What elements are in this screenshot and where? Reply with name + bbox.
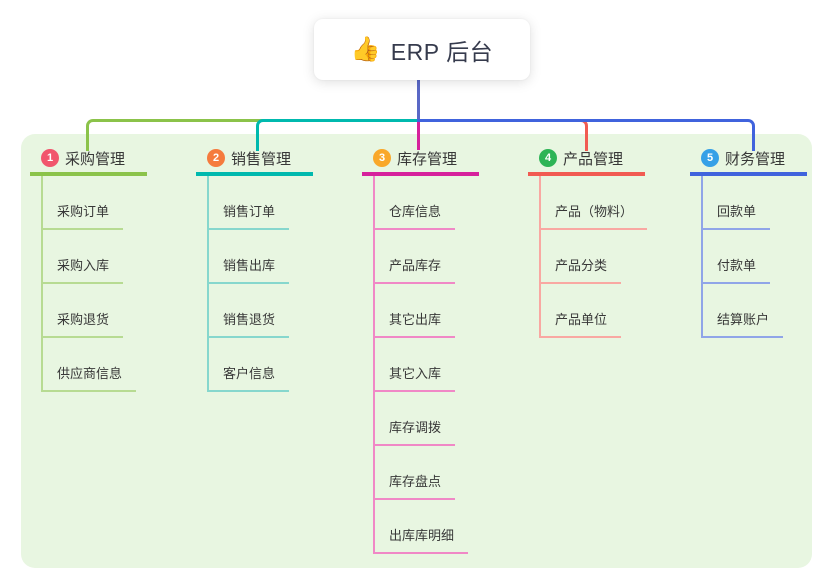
child-node-label: 采购退货 xyxy=(57,312,110,327)
child-node-label: 仓库信息 xyxy=(389,204,442,219)
child-node-label: 产品（物料） xyxy=(555,204,634,219)
child-node[interactable]: 产品单位 xyxy=(539,284,622,338)
child-node-label: 付款单 xyxy=(717,258,757,273)
thumbs-up-icon: 👍 xyxy=(350,35,381,63)
branches-panel xyxy=(21,134,812,568)
branch-title-node[interactable]: 1 采购管理 xyxy=(30,134,147,176)
child-node-label: 结算账户 xyxy=(717,312,770,327)
child-node-label: 回款单 xyxy=(717,204,757,219)
child-node-label: 产品库存 xyxy=(389,258,442,273)
branch-vertical-line xyxy=(539,176,541,338)
child-node-label: 其它入库 xyxy=(389,366,442,381)
child-node[interactable]: 采购订单 xyxy=(41,176,124,230)
branch-number-badge: 3 xyxy=(373,149,391,167)
branch-title-label: 采购管理 xyxy=(65,150,126,168)
branch-title-label: 销售管理 xyxy=(231,150,292,168)
child-node[interactable]: 客户信息 xyxy=(207,338,290,392)
child-node-label: 采购订单 xyxy=(57,204,110,219)
branch-title-node[interactable]: 2 销售管理 xyxy=(196,134,313,176)
child-node-label: 销售退货 xyxy=(223,312,276,327)
branch-column: 1 采购管理 采购订单 采购入库 采购退货 供应商信息 xyxy=(30,134,147,392)
child-node[interactable]: 销售出库 xyxy=(207,230,290,284)
child-node[interactable]: 仓库信息 xyxy=(373,176,456,230)
child-node[interactable]: 采购入库 xyxy=(41,230,124,284)
branch-children: 采购订单 采购入库 采购退货 供应商信息 xyxy=(30,176,147,392)
branch-number-badge: 5 xyxy=(701,149,719,167)
branch-number-badge: 2 xyxy=(207,149,225,167)
root-stem-line xyxy=(417,80,420,119)
child-node-label: 销售出库 xyxy=(223,258,276,273)
child-node[interactable]: 供应商信息 xyxy=(41,338,137,392)
branch-children: 销售订单 销售出库 销售退货 客户信息 xyxy=(196,176,313,392)
branch-title-label: 财务管理 xyxy=(725,150,786,168)
child-node[interactable]: 出库库明细 xyxy=(373,500,469,554)
branch-number-badge: 1 xyxy=(41,149,59,167)
child-node[interactable]: 销售订单 xyxy=(207,176,290,230)
root-node[interactable]: 👍 ERP 后台 xyxy=(314,19,530,80)
branch-5-connector-line xyxy=(417,119,755,151)
branch-number-badge: 4 xyxy=(539,149,557,167)
child-node[interactable]: 付款单 xyxy=(701,230,771,284)
branch-title-label: 库存管理 xyxy=(397,150,458,168)
child-node[interactable]: 回款单 xyxy=(701,176,771,230)
child-node-label: 其它出库 xyxy=(389,312,442,327)
branch-vertical-line xyxy=(207,176,209,392)
branch-vertical-line xyxy=(373,176,375,554)
child-node[interactable]: 其它出库 xyxy=(373,284,456,338)
child-node[interactable]: 销售退货 xyxy=(207,284,290,338)
child-node-label: 采购入库 xyxy=(57,258,110,273)
child-node-label: 产品单位 xyxy=(555,312,608,327)
child-node-label: 销售订单 xyxy=(223,204,276,219)
root-label: ERP 后台 xyxy=(390,38,494,65)
child-node[interactable]: 产品库存 xyxy=(373,230,456,284)
branch-children: 回款单 付款单 结算账户 xyxy=(690,176,807,338)
branch-children: 产品（物料） 产品分类 产品单位 xyxy=(528,176,648,338)
branch-column: 2 销售管理 销售订单 销售出库 销售退货 客户信息 xyxy=(196,134,313,392)
branch-column: 5 财务管理 回款单 付款单 结算账户 xyxy=(690,134,807,338)
child-node[interactable]: 产品（物料） xyxy=(539,176,648,230)
branch-2-connector-line xyxy=(256,119,420,151)
branch-column: 3 库存管理 仓库信息 产品库存 其它出库 其它入库 库存调拨 库存盘点 出库库… xyxy=(362,134,479,554)
branch-vertical-line xyxy=(701,176,703,338)
child-node-label: 客户信息 xyxy=(223,366,276,381)
child-node-label: 出库库明细 xyxy=(389,528,455,543)
child-node[interactable]: 库存调拨 xyxy=(373,392,456,446)
child-node[interactable]: 库存盘点 xyxy=(373,446,456,500)
child-node-label: 供应商信息 xyxy=(57,366,123,381)
branch-vertical-line xyxy=(41,176,43,392)
branch-title-node[interactable]: 3 库存管理 xyxy=(362,134,479,176)
branch-title-node[interactable]: 5 财务管理 xyxy=(690,134,807,176)
branch-title-node[interactable]: 4 产品管理 xyxy=(528,134,645,176)
branch-1-connector-line xyxy=(86,119,420,151)
child-node-label: 产品分类 xyxy=(555,258,608,273)
child-node[interactable]: 产品分类 xyxy=(539,230,622,284)
child-node[interactable]: 其它入库 xyxy=(373,338,456,392)
child-node-label: 库存盘点 xyxy=(389,474,442,489)
child-node[interactable]: 结算账户 xyxy=(701,284,784,338)
branch-column: 4 产品管理 产品（物料） 产品分类 产品单位 xyxy=(528,134,648,338)
branch-3-connector-line xyxy=(417,119,420,150)
branch-children: 仓库信息 产品库存 其它出库 其它入库 库存调拨 库存盘点 出库库明细 xyxy=(362,176,479,554)
branch-title-label: 产品管理 xyxy=(563,150,624,168)
child-node[interactable]: 采购退货 xyxy=(41,284,124,338)
child-node-label: 库存调拨 xyxy=(389,420,442,435)
